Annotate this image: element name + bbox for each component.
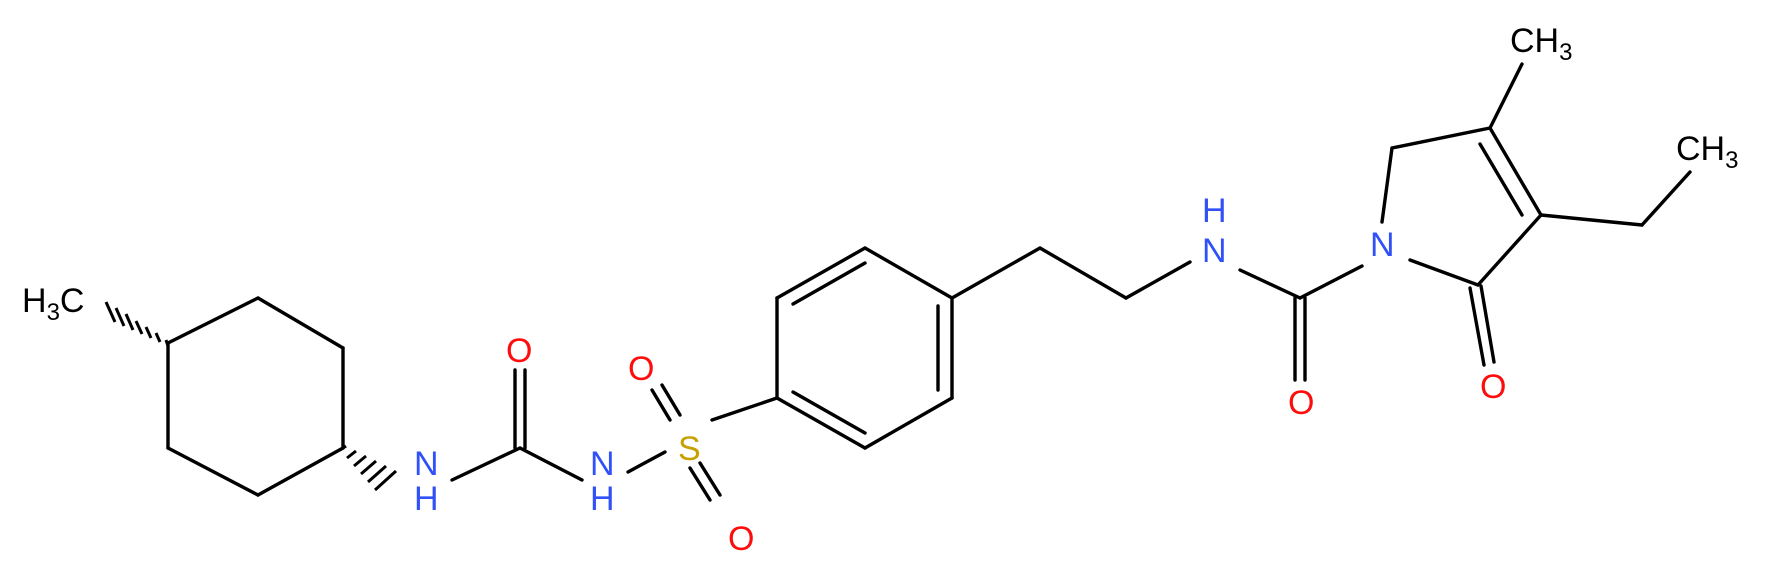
bond-c-nh (518, 446, 584, 482)
hash-b (346, 449, 357, 460)
hashed-wedge-nh (339, 444, 398, 492)
bond-pr-5 (1408, 258, 1480, 287)
ethyl-methyl-label: CH3 (1676, 130, 1738, 174)
hash-7 (104, 301, 117, 323)
bond-pr-3b (1478, 142, 1524, 217)
hashed-wedge-methyl (104, 301, 170, 347)
ethyl-linker (950, 246, 1364, 382)
hash-5 (124, 313, 135, 331)
methyl-top-label: CH3 (1510, 22, 1572, 66)
bond-methyl-top (1488, 62, 1524, 130)
nh-amide-n: N (1202, 232, 1227, 270)
nh-urea-right-h: H (590, 480, 615, 518)
bond-lactam-o-2 (1479, 284, 1496, 364)
bond-pr-4 (1476, 213, 1543, 287)
bond-nh-co (1238, 268, 1302, 300)
pyrrolinone-ring (1380, 62, 1692, 367)
bond-s-ring (710, 396, 779, 422)
bond-cy-5 (166, 446, 260, 497)
sulfonyl-oxygen-top: O (628, 350, 654, 388)
bond-bz-3 (863, 246, 954, 300)
sulfur-atom: S (678, 430, 701, 468)
hash-f (373, 469, 398, 492)
bond-nh-s (626, 450, 667, 474)
bond-cy-4 (256, 446, 345, 497)
bond-cy-1 (166, 296, 260, 345)
bond-s-o-top-2 (660, 383, 682, 417)
nh-urea-left-n: N (414, 445, 439, 483)
bond-nh-c (450, 446, 522, 482)
bond-bz-inner-3 (791, 390, 867, 435)
hash-4 (134, 320, 144, 335)
bond-bz-2 (775, 246, 867, 300)
hash-a (339, 444, 347, 452)
bond-link-3 (1124, 260, 1192, 300)
hash-1 (164, 339, 170, 347)
sulfonylurea (450, 368, 779, 502)
bond-pr-1 (1380, 146, 1394, 224)
bond-lactam-o-1 (1468, 286, 1486, 367)
bond-s-o-bot-2 (698, 461, 722, 497)
cyclohexane-ring (166, 296, 345, 497)
lactam-oxygen: O (1480, 368, 1506, 406)
urea-oxygen: O (506, 332, 532, 370)
bond-bz-6 (775, 396, 867, 450)
hash-e (367, 464, 387, 484)
methyl-left-label: H3C (22, 282, 84, 326)
bond-s-o-top-1 (650, 388, 672, 422)
bond-ethyl-2 (1640, 170, 1692, 227)
bond-pr-2 (1390, 126, 1492, 150)
hash-6 (114, 307, 126, 327)
nh-urea-left-h: H (414, 480, 439, 518)
bond-pr-3 (1488, 126, 1543, 217)
bond-bz-5 (863, 396, 954, 450)
bond-s-o-bot-1 (688, 466, 712, 502)
bond-cy-2 (256, 296, 345, 350)
bond-co-n (1298, 264, 1364, 300)
nh-urea-right-n: N (590, 445, 615, 483)
bond-ethyl-1 (1539, 213, 1644, 227)
bond-link-1 (950, 246, 1042, 300)
ring-nitrogen: N (1370, 226, 1395, 264)
carboxamide-oxygen: O (1288, 384, 1314, 422)
nh-amide-h: H (1202, 192, 1227, 230)
hash-d (360, 459, 377, 476)
bond-bz-inner-1 (791, 261, 867, 306)
bond-link-2 (1038, 246, 1128, 300)
hash-c (353, 454, 367, 468)
benzene-ring (775, 246, 954, 450)
hash-3 (144, 326, 153, 339)
hash-2 (154, 332, 162, 343)
sulfonyl-oxygen-bottom: O (728, 520, 754, 558)
